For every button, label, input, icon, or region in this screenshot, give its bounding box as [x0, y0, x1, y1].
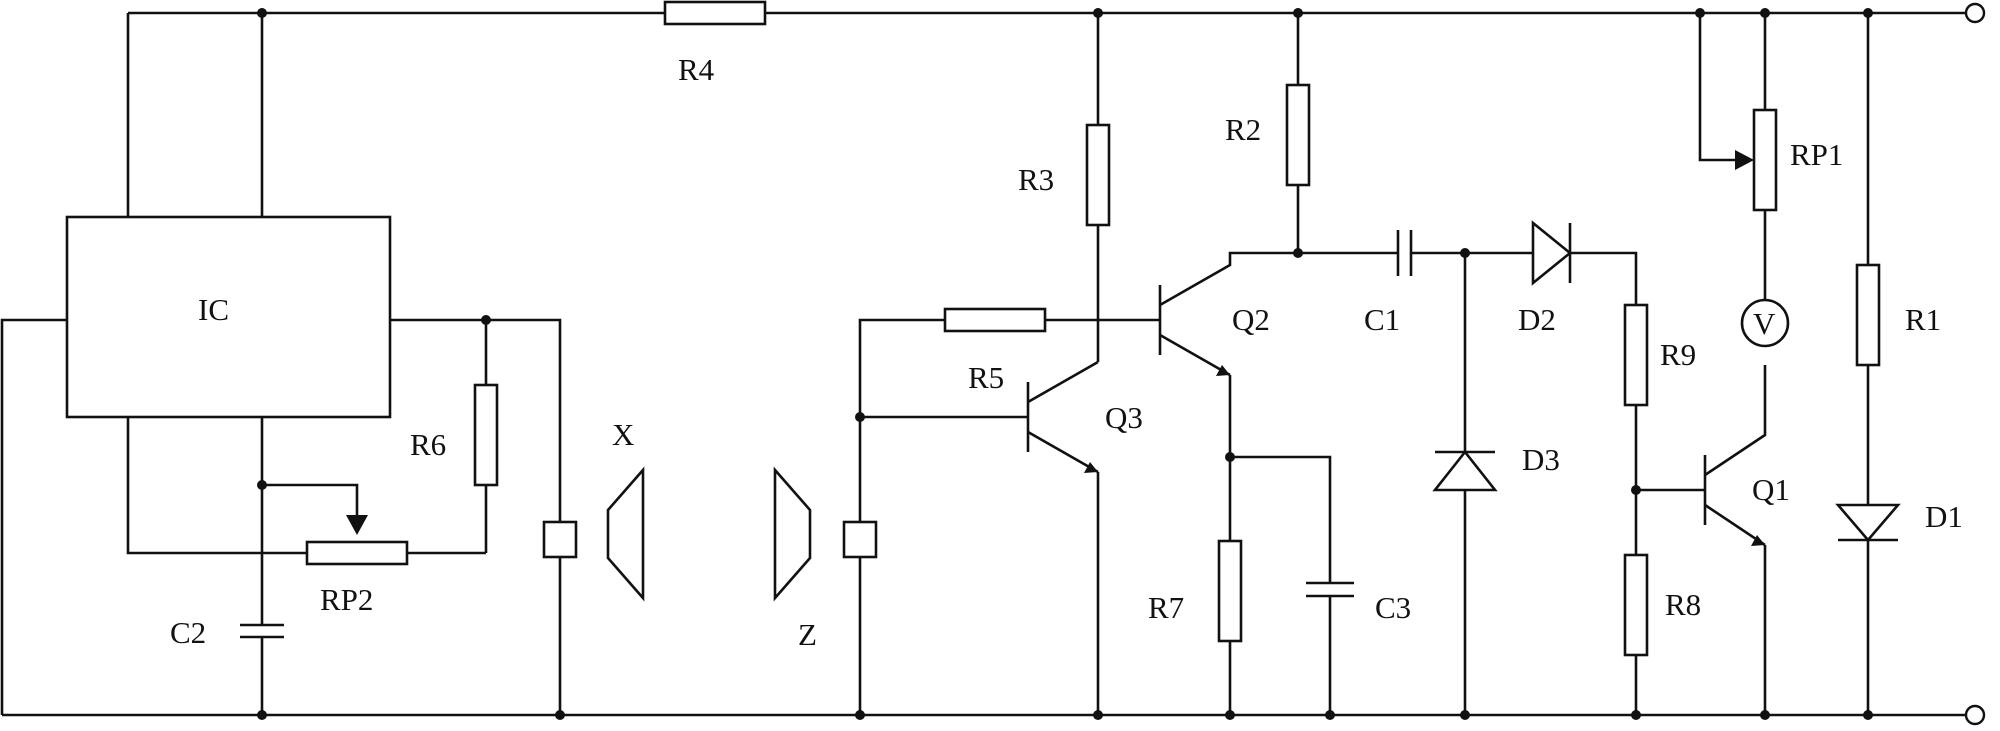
label-r7: R7	[1148, 590, 1184, 625]
label-d3: D3	[1522, 442, 1560, 477]
resistor-r8	[1623, 553, 1649, 657]
label-c1: C1	[1364, 302, 1400, 337]
top-terminal	[1964, 2, 1986, 24]
diode-d1	[1835, 503, 1901, 542]
q1-emitter-arrow	[1751, 535, 1765, 546]
resistor-r4	[663, 0, 767, 26]
resistor-r2	[1285, 83, 1311, 187]
label-c2: C2	[170, 615, 206, 650]
label-r5: R5	[968, 360, 1004, 395]
resistor-r1	[1855, 263, 1881, 367]
resistor-r7	[1217, 539, 1243, 643]
label-r4: R4	[678, 52, 715, 87]
rp2-wiper-arrow	[346, 515, 368, 535]
bottom-rail	[2, 704, 1986, 726]
label-q1: Q1	[1752, 472, 1790, 507]
q2-emitter-arrow	[1216, 365, 1230, 376]
resistor-r6	[473, 383, 499, 487]
label-r6: R6	[410, 427, 446, 462]
label-x: X	[612, 417, 634, 452]
resistor-r9	[1623, 303, 1649, 407]
label-v: V	[1753, 306, 1776, 341]
label-r9: R9	[1660, 337, 1696, 372]
transducer-x-element	[542, 520, 578, 559]
potentiometer-rp1	[1752, 108, 1778, 212]
resistor-r5	[943, 307, 1047, 333]
label-r3: R3	[1018, 162, 1054, 197]
label-q2: Q2	[1232, 302, 1270, 337]
label-r8: R8	[1665, 587, 1701, 622]
label-c3: C3	[1375, 590, 1411, 625]
label-ic: IC	[198, 292, 229, 327]
diode-d2	[1531, 220, 1573, 286]
diode-d3	[1432, 449, 1498, 492]
rp1-wiper-arrow	[1735, 150, 1754, 170]
junction-dots	[257, 8, 1873, 720]
transducer-z-horn	[773, 466, 812, 602]
label-r1: R1	[1905, 302, 1941, 337]
label-q3: Q3	[1105, 400, 1143, 435]
label-z: Z	[798, 617, 817, 652]
label-rp1: RP1	[1790, 137, 1843, 172]
ic-block	[65, 215, 392, 419]
q3-emitter-arrow	[1084, 462, 1098, 473]
label-r2: R2	[1225, 112, 1261, 147]
resistor-r3	[1085, 123, 1111, 227]
label-d2: D2	[1518, 302, 1556, 337]
label-rp2: RP2	[320, 582, 373, 617]
label-d1: D1	[1925, 499, 1963, 534]
transducer-x-horn	[606, 466, 645, 602]
top-rail	[128, 2, 1986, 24]
bottom-terminal	[1964, 704, 1986, 726]
potentiometer-rp2	[305, 540, 409, 566]
transducer-z-element	[842, 520, 878, 559]
